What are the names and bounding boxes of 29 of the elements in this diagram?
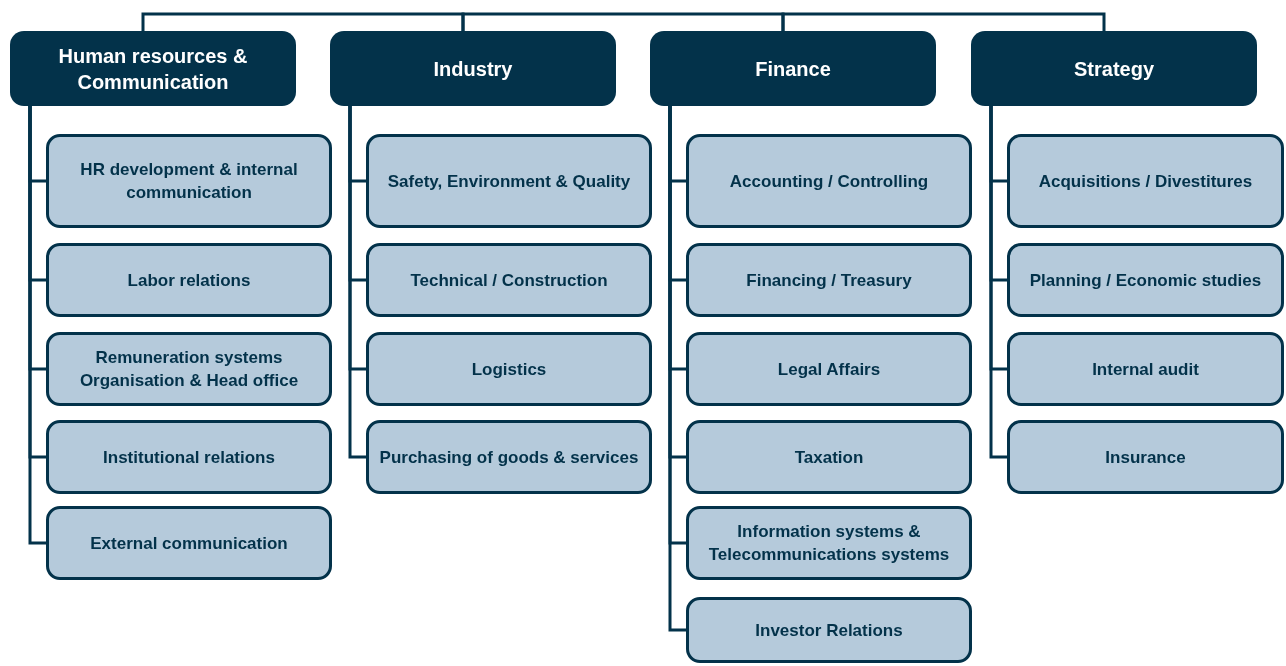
unit-box: Remuneration systems Organisation & Head office [46, 332, 332, 406]
unit-box: Institutional relations [46, 420, 332, 494]
unit-box: Legal Affairs [686, 332, 972, 406]
unit-box: Accounting / Controlling [686, 134, 972, 228]
unit-box: Safety, Environment & Quality [366, 134, 652, 228]
unit-box: External communication [46, 506, 332, 580]
department-box: Human resources & Communication [10, 31, 296, 106]
connector-line [28, 106, 46, 545]
unit-box: Information systems & Telecommunications systems [686, 506, 972, 580]
unit-box: Technical / Construction [366, 243, 652, 317]
connector-line [989, 106, 1007, 459]
unit-box: Logistics [366, 332, 652, 406]
unit-box: HR development & internal communication [46, 134, 332, 228]
unit-box: Planning / Economic studies [1007, 243, 1284, 317]
unit-box: Purchasing of goods & services [366, 420, 652, 494]
connector-line [461, 12, 785, 31]
unit-box: Investor Relations [686, 597, 972, 663]
unit-box: Internal audit [1007, 332, 1284, 406]
unit-box: Labor relations [46, 243, 332, 317]
connector-line [141, 12, 465, 31]
unit-box: Insurance [1007, 420, 1284, 494]
unit-box: Taxation [686, 420, 972, 494]
unit-box: Acquisitions / Divestitures [1007, 134, 1284, 228]
department-box: Strategy [971, 31, 1257, 106]
connector-line [781, 12, 1106, 31]
connector-line [348, 106, 366, 459]
unit-box: Financing / Treasury [686, 243, 972, 317]
department-box: Industry [330, 31, 616, 106]
department-box: Finance [650, 31, 936, 106]
